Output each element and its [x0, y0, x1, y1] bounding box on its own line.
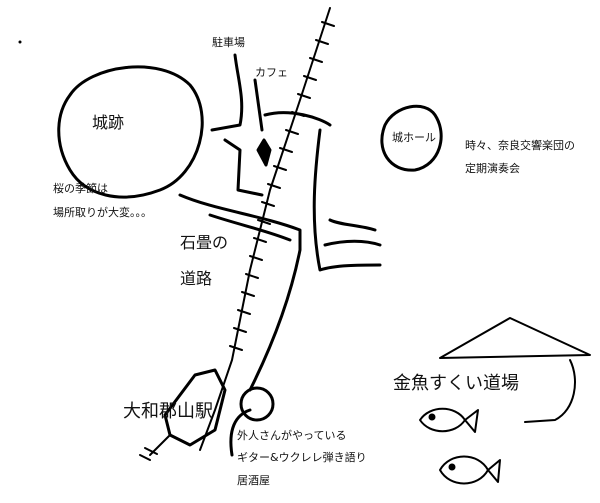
road-right-lines — [323, 218, 382, 247]
bar-note-line2: ギター&ウクレレ弾き語り — [237, 451, 367, 464]
station-track — [139, 434, 171, 461]
road-left — [208, 213, 292, 242]
cafe-building — [256, 138, 272, 167]
hall-note-line2: 定期演奏会 — [465, 162, 520, 175]
bar-note-line1: 外人さんがやっている — [237, 429, 347, 442]
goldfish-icon — [419, 407, 479, 433]
castle-hall-outline — [380, 104, 443, 172]
label-cafe: カフェ — [255, 66, 288, 79]
sakura-note-line2: 場所取りが大変。。。 — [53, 206, 152, 219]
dot-mark — [18, 40, 22, 44]
station-outline — [163, 368, 227, 447]
road-stone — [178, 193, 302, 392]
bar-note-line3: 居酒屋 — [237, 474, 270, 487]
sakura-note-line1: 桜の季節は — [53, 182, 108, 195]
label-parking: 駐車場 — [212, 36, 245, 49]
label-station: 大和郡山駅 — [123, 401, 213, 422]
road-parking — [210, 53, 244, 132]
road-inner — [223, 138, 264, 197]
label-castle-ruins: 城跡 — [92, 113, 125, 132]
road-top — [263, 111, 332, 127]
goldfish-icon — [439, 455, 501, 485]
label-stone-road-line1: 石畳の — [180, 233, 229, 252]
hall-note-line1: 時々、奈良交響楽団の — [465, 139, 575, 152]
castle-ruins-outline — [57, 65, 204, 199]
label-goldfish-dojo: 金魚すくい道場 — [393, 373, 519, 394]
road-right — [312, 128, 382, 272]
railway-ties — [229, 21, 335, 351]
label-stone-road-line2: 道路 — [180, 269, 213, 288]
dojo-roof — [439, 317, 591, 359]
railway-line — [199, 7, 331, 451]
bar-path — [229, 408, 252, 457]
goldfish-eye — [448, 463, 456, 471]
label-castle-hall: 城ホール — [392, 131, 436, 144]
goldfish-eye — [428, 413, 436, 421]
bar-circle — [239, 386, 275, 422]
dojo-wall — [524, 359, 576, 423]
road-cafe — [253, 78, 264, 132]
